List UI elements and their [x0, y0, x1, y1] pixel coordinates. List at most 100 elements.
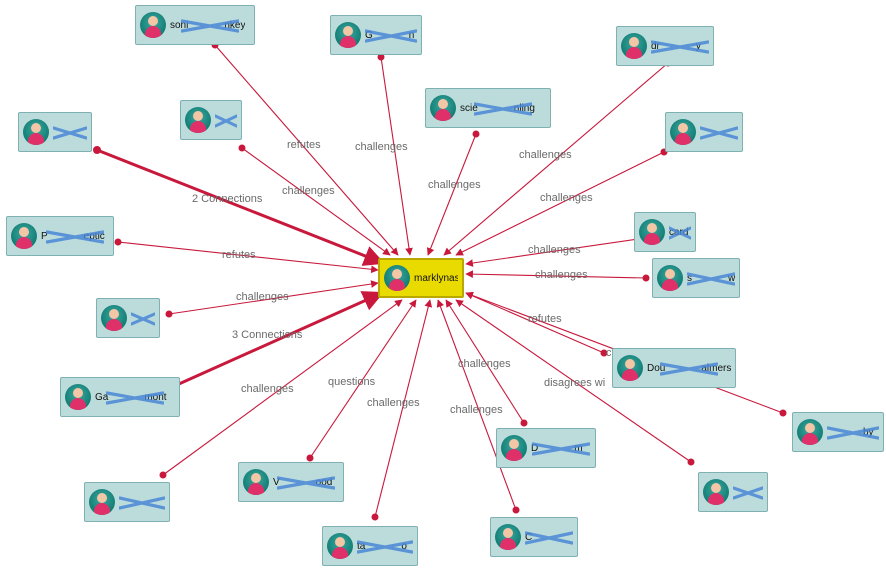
edge-line[interactable] [214, 44, 399, 256]
edge-line[interactable] [374, 299, 433, 518]
node-label-visible-start: D [531, 442, 539, 454]
user-avatar-icon [657, 265, 683, 291]
edge-line[interactable] [436, 299, 517, 511]
node-label-visible-end: we [728, 272, 735, 284]
edge-line[interactable] [96, 148, 385, 266]
edge-label-disagrees: disagrees wi [544, 377, 605, 389]
user-avatar-icon [23, 119, 49, 145]
edge-line[interactable] [465, 270, 647, 279]
person-node[interactable] [84, 482, 170, 522]
edge-label-challenges: challenges [355, 141, 408, 153]
node-label-visible-end: n [408, 29, 415, 41]
person-node[interactable]: swe [652, 258, 740, 298]
edge-label-challenges: challenges [367, 397, 420, 409]
edge-line[interactable] [443, 62, 669, 256]
node-label [700, 127, 736, 138]
person-node[interactable]: by [792, 412, 884, 452]
node-label-visible-start: ta [357, 540, 366, 552]
edge-endpoint-dot [520, 419, 528, 427]
node-label: marklynas [414, 272, 458, 284]
edge-endpoint-dot [512, 506, 520, 514]
edge-label-questions: questions [328, 376, 376, 388]
node-label [131, 313, 155, 324]
node-label-visible-end: o [401, 540, 407, 552]
edge-line[interactable] [241, 147, 391, 256]
node-label-visible-end: m [574, 442, 583, 454]
node-label-visible-start: V [273, 476, 280, 488]
user-avatar-icon [243, 469, 269, 495]
node-label-visible-start: Ga [95, 391, 109, 403]
node-label-visible-start: P [41, 230, 48, 242]
edge-line[interactable] [445, 299, 525, 424]
user-avatar-icon [327, 533, 353, 559]
edge-line[interactable] [380, 56, 413, 256]
edge-line[interactable] [465, 292, 605, 354]
person-node[interactable] [665, 112, 743, 152]
node-label-visible-start: C [525, 531, 533, 543]
edge-line[interactable] [117, 241, 379, 274]
edge-line[interactable] [465, 238, 639, 267]
edge-label-challenges: challenges [519, 149, 572, 161]
edge-line[interactable] [162, 299, 403, 476]
edge-label-challenges: challenges [528, 244, 581, 256]
edge-endpoint-dot [687, 458, 695, 466]
person-node[interactable]: ta o [322, 526, 418, 566]
node-label: ta o [357, 541, 407, 552]
person-node[interactable]: card [634, 212, 696, 252]
edge-line[interactable] [455, 151, 665, 256]
node-label-visible-end: ood [315, 476, 333, 488]
node-label [215, 115, 237, 126]
node-label-visible-end: nling [513, 102, 535, 114]
center-node-marklynas[interactable]: marklynas [378, 258, 464, 298]
edge-label-challenges: challenges [282, 185, 335, 197]
edge-endpoint-dot [238, 144, 246, 152]
edge-line[interactable] [309, 299, 417, 459]
edge-label-refutes: refutes [528, 313, 562, 325]
user-avatar-icon [639, 219, 665, 245]
node-label [53, 127, 87, 138]
node-label: swe [687, 273, 735, 284]
edge-line[interactable] [160, 291, 384, 394]
user-avatar-icon [797, 419, 823, 445]
edge-endpoint-dot [377, 53, 385, 61]
person-node[interactable] [698, 472, 768, 512]
person-node[interactable] [18, 112, 92, 152]
node-label-visible-start: G [365, 29, 373, 41]
person-node[interactable] [180, 100, 242, 140]
user-avatar-icon [430, 95, 456, 121]
edge-line[interactable] [455, 299, 692, 463]
node-label-visible-end: almers [701, 362, 731, 374]
edge-endpoint-dot [165, 310, 173, 318]
edge-label-connections: 3 Connections [232, 329, 303, 341]
person-node[interactable]: C [490, 517, 578, 557]
node-label [733, 487, 763, 498]
user-avatar-icon [703, 479, 729, 505]
user-avatar-icon [501, 435, 527, 461]
node-label: card [669, 227, 691, 238]
user-avatar-icon [65, 384, 91, 410]
edge-endpoint-dot [642, 274, 650, 282]
node-label-visible-end: nkey [224, 19, 246, 31]
edge-label-refutes: refutes [287, 139, 321, 151]
person-node[interactable] [96, 298, 160, 338]
edge-label-challenges: challenges [241, 383, 294, 395]
node-label-visible-end: eptic [83, 230, 105, 242]
edge-label-challenges: challenges [540, 192, 593, 204]
edge-line[interactable] [426, 133, 477, 256]
edge-line[interactable] [168, 280, 379, 315]
